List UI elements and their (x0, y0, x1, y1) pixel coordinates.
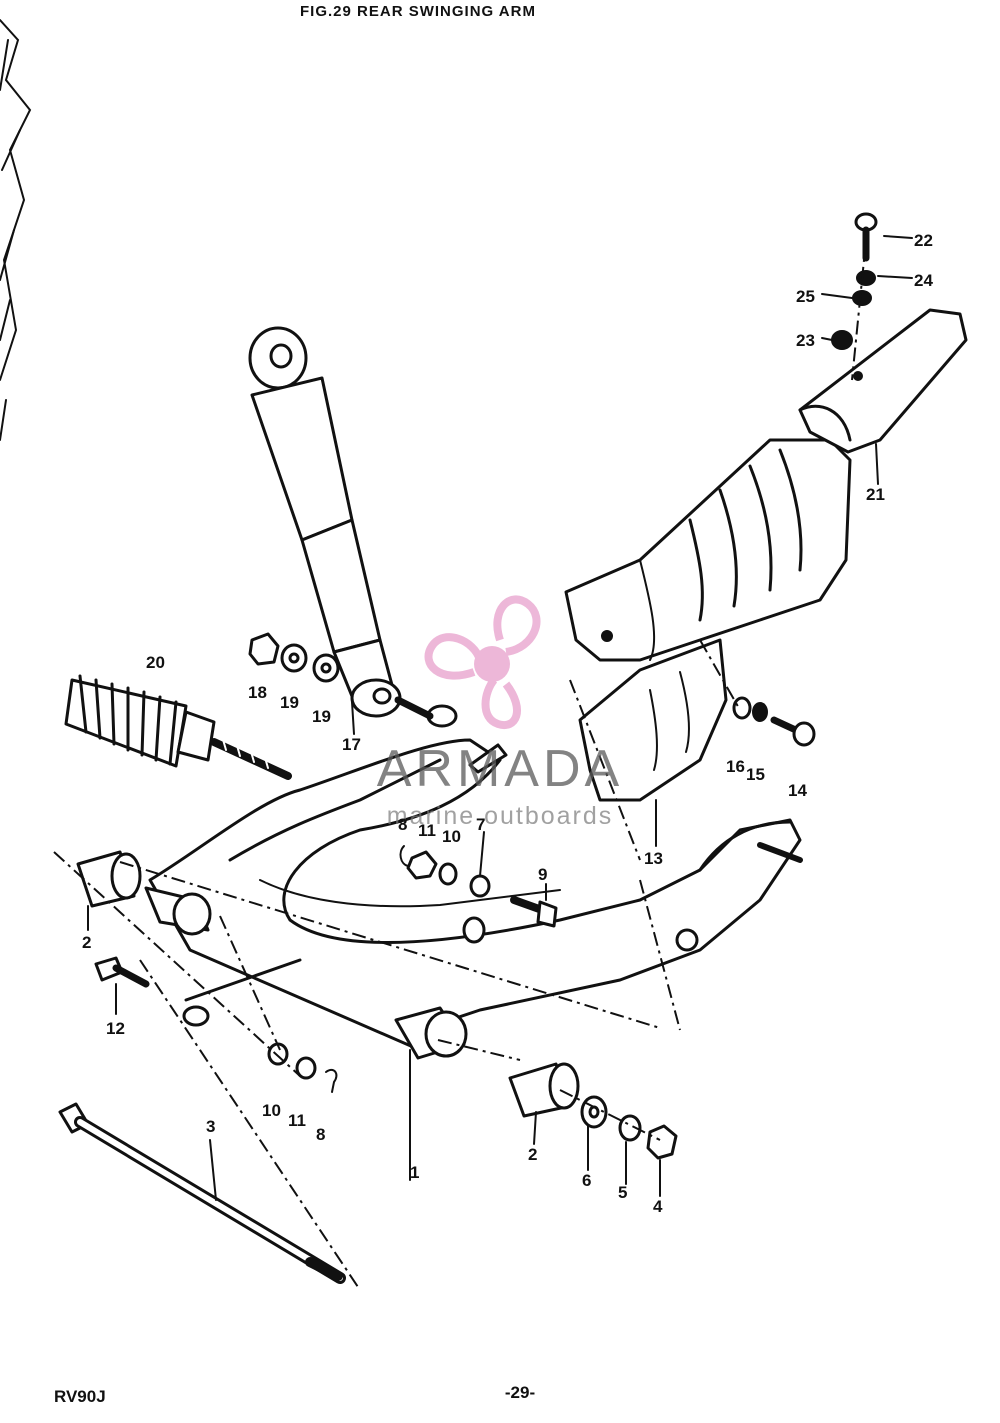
callout-3: 3 (206, 1117, 215, 1136)
callout-22: 22 (914, 231, 933, 250)
callout-4: 4 (653, 1197, 663, 1216)
watermark-tagline: marine outboards (387, 802, 614, 830)
washer-16 (732, 696, 752, 720)
pivot-bolt (58, 1102, 346, 1284)
washer-24 (856, 270, 876, 286)
callout-7: 7 (476, 815, 485, 834)
swing-arm (148, 704, 803, 1052)
callout-12: 12 (106, 1019, 125, 1038)
callout-6: 6 (582, 1171, 591, 1190)
armada-watermark: ARMADA marine outboards (377, 595, 623, 830)
leader-lines (87, 235, 913, 1201)
figure-title: FIG.29 REAR SWINGING ARM (300, 3, 536, 20)
callout-19-right: 19 (312, 707, 331, 726)
callout-13: 13 (644, 849, 663, 868)
callout-1: 1 (410, 1163, 419, 1182)
bolt-9 (510, 896, 558, 928)
bolt-12 (94, 956, 150, 988)
nut-11-lower (295, 1056, 317, 1080)
callout-11-upper: 11 (418, 821, 436, 840)
lock-washer-5 (618, 1114, 642, 1142)
cotter-8-lower (325, 1068, 338, 1093)
nut-4 (646, 1124, 678, 1160)
callout-16: 16 (726, 757, 745, 776)
cotter-8-upper (399, 845, 409, 867)
callout-11-lower: 11 (288, 1111, 306, 1130)
chain-case (564, 438, 852, 802)
propeller-logo (424, 595, 541, 730)
model-code: RV90J (54, 1387, 106, 1406)
washer-10-upper (438, 862, 458, 886)
pivot-tube-left (144, 886, 212, 936)
callout-25: 25 (796, 287, 815, 306)
washer-19a (280, 643, 308, 673)
callout-15: 15 (746, 765, 765, 784)
watermark-brand: ARMADA (377, 740, 623, 798)
bolt-14 (770, 716, 816, 747)
washer-15 (752, 702, 768, 722)
callout-8-upper: 8 (398, 815, 407, 834)
nut-23 (831, 330, 853, 350)
callout-8-lower: 8 (316, 1125, 325, 1144)
callout-9: 9 (538, 865, 547, 884)
callout-10-upper: 10 (442, 827, 461, 846)
callout-2-right: 2 (528, 1145, 537, 1164)
callout-24: 24 (914, 271, 933, 290)
washer-25 (852, 290, 872, 306)
spring-adjuster (64, 674, 292, 780)
callout-17: 17 (342, 735, 361, 754)
muffler-tip (798, 308, 968, 454)
callout-18: 18 (248, 683, 267, 702)
nut-11-upper (406, 850, 438, 880)
callout-23: 23 (796, 331, 815, 350)
bushing-left (76, 850, 142, 908)
screw-22 (854, 212, 878, 262)
callout-5: 5 (618, 1183, 627, 1202)
pivot-tube-right (394, 1006, 468, 1060)
page-number: -29- (505, 1383, 535, 1402)
assembly-lines (53, 239, 867, 1291)
callout-labels: 1 2 2 3 4 5 6 7 8 8 9 10 10 11 11 12 13 … (82, 231, 933, 1216)
callout-20: 20 (146, 653, 165, 672)
bolt-near-17 (394, 696, 434, 720)
callout-14: 14 (788, 781, 807, 800)
scan-noise (0, 19, 32, 441)
nut-18 (248, 632, 280, 666)
washer-19b (312, 653, 340, 683)
callout-10-lower: 10 (262, 1101, 281, 1120)
callout-2-left: 2 (82, 933, 91, 952)
bushing-right (508, 1062, 580, 1118)
callout-19-left: 19 (280, 693, 299, 712)
callout-21: 21 (866, 485, 885, 504)
